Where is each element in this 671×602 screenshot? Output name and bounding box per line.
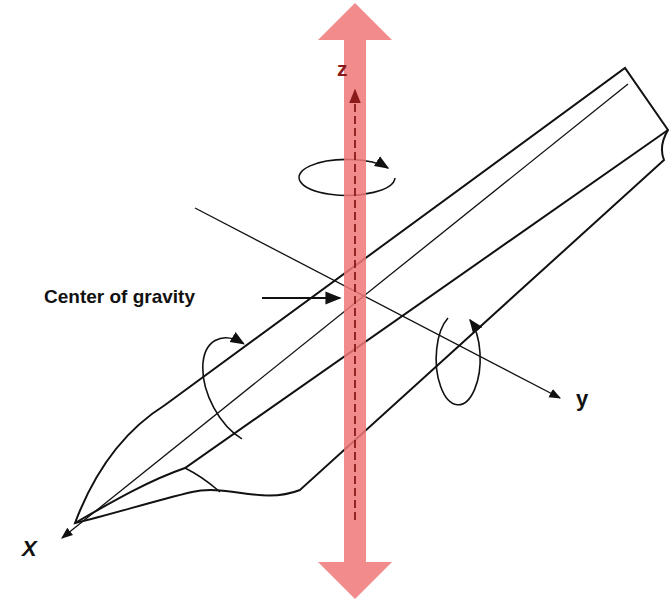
axis-label: z [337, 58, 348, 79]
leader-arrow [262, 297, 340, 299]
z-axis [354, 90, 356, 520]
callout-label: Center of gravity [44, 287, 195, 306]
y-axis [195, 208, 560, 398]
heave-arrow [318, 3, 392, 599]
rotation-arrows [198, 159, 480, 443]
axis-label: X [22, 538, 37, 560]
axis-label: y [576, 388, 588, 410]
